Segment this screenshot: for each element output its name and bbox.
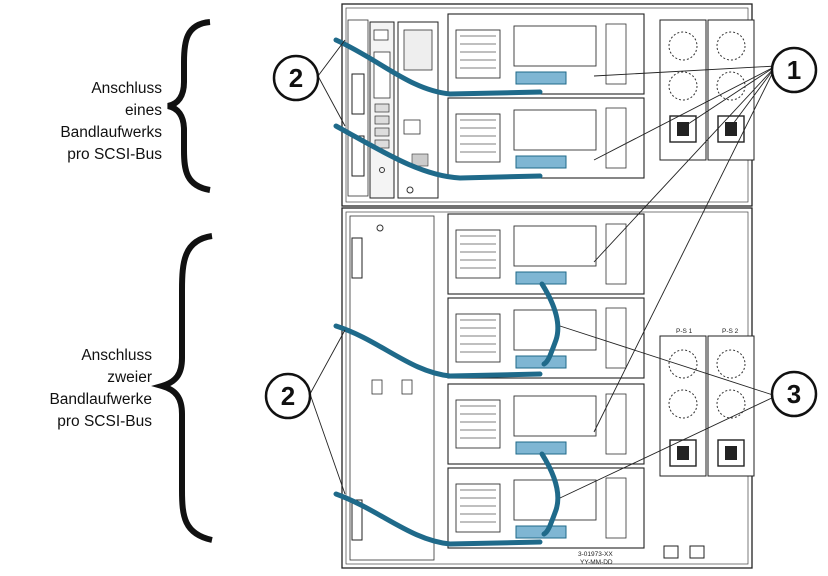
label-one-drive-per-bus: Anschluss eines Bandlaufwerks pro SCSI-B… [52,78,162,166]
label-line: Bandlaufwerks [60,124,162,141]
drive-handle [605,477,627,539]
callout-2-top: 2 [272,54,320,102]
part-number-label: 3-01973-XX [578,551,613,558]
drive-scsi-connector [515,155,567,169]
fan-grille [455,113,501,163]
drive-window [513,225,597,267]
callout-number: 1 [787,55,801,85]
scsi-port [351,73,365,115]
callout-2-bottom: 2 [264,372,312,420]
label-line: eines [124,102,162,119]
scsi-cable [333,491,543,547]
callout-leaders [309,39,777,499]
fan-grille [455,229,501,279]
label-line: zweier [107,369,152,386]
drive-handle [605,307,627,369]
label-line: pro SCSI-Bus [67,146,162,163]
power-socket [669,439,697,467]
drive-handle [605,107,627,169]
brace-top [167,19,211,193]
label-line: Anschluss [91,80,162,97]
power-supplies-top [659,19,755,161]
callout-number: 2 [289,63,303,93]
callout-number: 3 [787,379,801,409]
scsi-cable [333,37,543,97]
drive-handle [605,393,627,455]
scsi-cables [333,37,561,547]
drive-scsi-connector [515,71,567,85]
fan-grille [455,313,501,363]
scsi-port [351,237,363,279]
drive-window [513,109,597,151]
drive-window [513,395,597,437]
drive-bays [447,13,645,549]
scsi-jumper-cable [539,281,561,367]
scsi-port [351,499,363,541]
callout-1: 1 [770,46,818,94]
drive-handle [605,23,627,85]
drive-scsi-connector [515,525,567,539]
drive-handle [605,223,627,285]
fan-grille [455,29,501,79]
label-two-drives-per-bus: Anschluss zweier Bandlaufwerke pro SCSI-… [30,345,152,433]
scsi-cable [333,123,543,181]
label-line: Bandlaufwerke [49,391,152,408]
callout-3: 3 [770,370,818,418]
scsi-cable [333,323,543,379]
label-line: Anschluss [81,347,152,364]
drive-window [513,25,597,67]
fan-grille [455,399,501,449]
callout-number: 2 [281,381,295,411]
ps1-label: P-S 1 [676,328,693,335]
drive-scsi-connector [515,355,567,369]
ps2-label: P-S 2 [722,328,739,335]
scsi-jumper-cable [539,451,561,537]
date-code-label: YY-MM-DD [580,559,613,566]
fan-grille [455,483,501,533]
label-line: pro SCSI-Bus [57,413,152,430]
brace-bottom [151,233,213,543]
